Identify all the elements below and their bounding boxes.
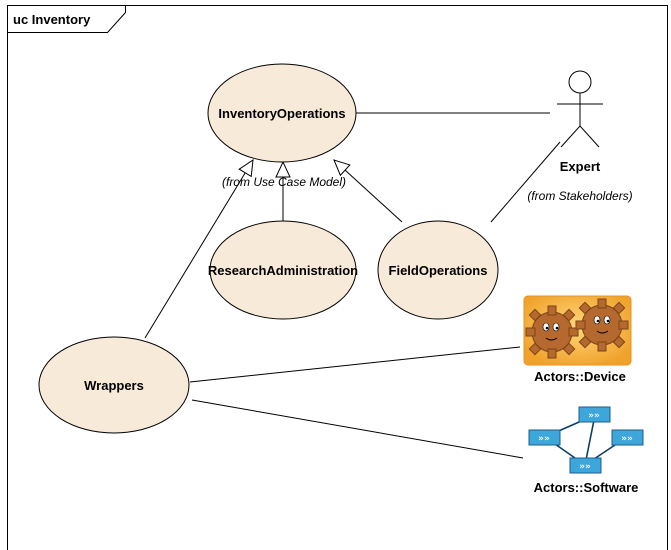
use-case-wrappers[interactable]: Wrappers xyxy=(38,336,190,434)
actor-name: Expert xyxy=(560,159,601,174)
generalization-field xyxy=(333,159,403,223)
use-case-research-administration[interactable]: ResearchAdministration xyxy=(208,220,358,320)
use-case-label: Wrappers xyxy=(84,378,144,393)
svg-text:»»: »» xyxy=(621,434,633,444)
generalizations xyxy=(144,158,403,339)
actor-from-note: (from Stakeholders) xyxy=(527,189,632,203)
actor-name: Actors::Software xyxy=(534,480,639,495)
use-case-label: FieldOperations xyxy=(389,263,488,278)
association-wrappers-software xyxy=(191,399,524,459)
actor-device[interactable]: Actors::Device xyxy=(523,295,632,384)
from-note: (from Use Case Model) xyxy=(222,175,346,189)
frame-tab xyxy=(7,5,126,33)
actor-name: Actors::Device xyxy=(534,369,626,384)
association-wrappers-device xyxy=(189,346,521,383)
svg-text:»»: »» xyxy=(588,411,600,421)
generalization-wrappers xyxy=(144,158,254,339)
svg-text:»»: »» xyxy=(538,434,550,444)
gears-icon xyxy=(523,295,632,366)
use-case-label: InventoryOperations xyxy=(218,106,345,121)
use-case-field-operations[interactable]: FieldOperations xyxy=(377,220,499,320)
associations xyxy=(189,112,561,459)
network-nodes-icon: »» »» »» »» xyxy=(528,406,644,474)
stick-figure-icon xyxy=(557,70,603,148)
actor-software[interactable]: »» »» »» »» Actors::Software xyxy=(528,406,644,495)
frame-label: uc Inventory xyxy=(13,12,91,27)
association-field-expert xyxy=(490,141,561,223)
svg-text:»»: »» xyxy=(579,462,591,472)
use-case-label: ResearchAdministration xyxy=(208,263,358,278)
actor-expert[interactable]: Expert (from Stakeholders) xyxy=(527,70,633,203)
diagram-frame: uc Inventory xyxy=(7,5,668,550)
use-case-inventory-operations[interactable]: InventoryOperations xyxy=(207,63,357,163)
